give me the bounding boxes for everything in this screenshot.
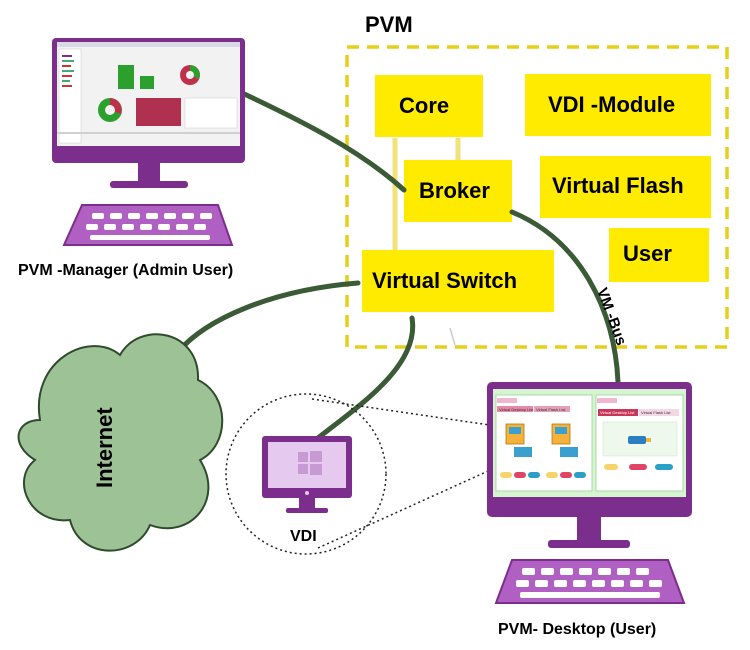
zoom-line-top [311,398,511,429]
manager-grid-table [136,98,181,126]
links [175,89,621,441]
manager-bar-1 [118,65,134,89]
left-panel-buttons [500,472,586,478]
core-module: Core [375,75,483,137]
vm-card-1-screen [509,427,521,434]
tab-virtual-flash-list-left [534,406,570,412]
pvm-container: PVM Core Broker Virtual Switch VDI -Modu… [345,12,729,349]
vm-card-1-monitor [514,447,532,457]
vdi-dotted-circle [225,393,387,555]
broker-desktop-vmbus-link [509,209,621,385]
manager-pie-2-hole [105,105,115,115]
tab-virtual-desktop-list-right [598,409,638,416]
user-label: User [623,241,672,266]
tree-item [62,70,74,72]
tree-item [62,65,71,67]
vdi-module-label: VDI -Module [548,92,675,117]
switch-vdi-link [315,315,416,441]
vdi-module: VDI -Module [525,74,711,136]
flash-button-1 [604,464,618,470]
right-tab-label-1: Virtual Desktop List [600,410,635,415]
desktop-stand-base [548,540,630,548]
usb-flash-icon-tip [646,438,651,442]
stray-tick [449,327,456,346]
manager-bar-2 [140,76,154,89]
manager-screen-titlebar [57,42,240,47]
usb-flash-icon [628,436,646,444]
cloud-shape [17,333,224,552]
virtual-switch-module: Virtual Switch [362,250,554,312]
broker-label: Broker [419,178,490,203]
manager-list-table [184,97,238,129]
windows-logo-icon [298,451,322,475]
tab-virtual-flash-list-right [639,409,679,416]
desktop-computer: Virtual Desktop List Virtual Flash List … [487,382,692,638]
vm-card-2-screen [555,427,567,434]
core-label: Core [399,93,449,118]
flash-button-2 [629,464,647,470]
broker-module: Broker [404,160,512,222]
pvm-title: PVM [365,12,413,37]
left-panel-tab-marker [497,398,517,403]
manager-stand-neck [138,163,160,181]
manager-keyboard-keys [86,213,212,240]
manager-computer: PVM -Manager (Admin User) [18,38,245,279]
tree-item [62,55,72,57]
internet-label: Internet [92,407,117,488]
manager-screen-footer [57,132,240,134]
left-tab-label-1: Virtual Desktop List [499,407,534,412]
right-panel-tab-marker [597,398,617,403]
tab-virtual-desktop-list-left [497,406,533,412]
tree-item [62,75,72,77]
vdi-power-dot [305,491,309,495]
virtual-flash-label: Virtual Flash [552,173,684,198]
manager-screen [57,42,240,146]
switch-internet-link [175,280,361,355]
right-tab-label-2: Virtual Flash List [641,410,671,415]
manager-tree-panel [58,48,82,144]
user-module: User [609,228,709,282]
tree-item [62,60,74,62]
tree-item [62,85,72,87]
virtual-flash-module: Virtual Flash [540,156,711,218]
vdi-stand [299,498,315,508]
internet-cloud: Internet [17,333,224,552]
flash-button-3 [655,464,673,470]
left-tab-label-2: Virtual Flash List [536,407,566,412]
manager-label: PVM -Manager (Admin User) [18,262,233,279]
vdi-label: VDI [290,528,317,545]
vdi-node: VDI [225,393,387,555]
tree-item [62,80,70,82]
vm-card-2-monitor [560,447,578,457]
desktop-label: PVM- Desktop (User) [498,621,656,638]
manager-pie-1-hole [186,71,194,79]
manager-broker-link [237,89,407,193]
virtual-switch-label: Virtual Switch [372,268,517,293]
manager-stand-base [110,181,188,188]
pvm-dashed-border [345,45,729,349]
desktop-keyboard-keys [516,568,662,598]
vdi-base [286,508,328,513]
vm-bus-label: VM -Bus [593,286,629,348]
desktop-stand-neck [577,517,601,544]
